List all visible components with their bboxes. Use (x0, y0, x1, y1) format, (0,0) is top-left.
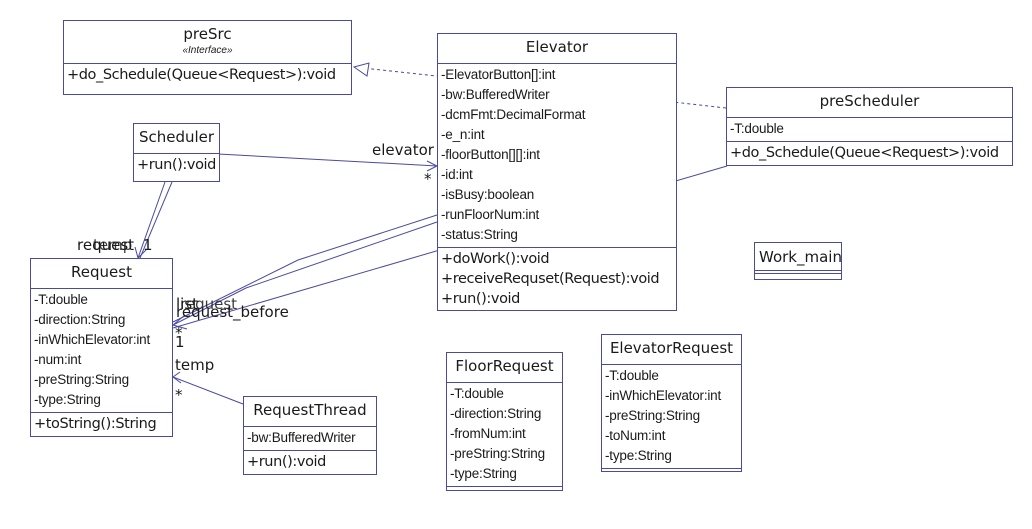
multiplicity-label: * (424, 170, 432, 188)
attribute: -toNum:int (605, 428, 666, 443)
methods-section (602, 468, 741, 472)
association-elevator-request (172, 214, 438, 323)
attribute: -inWhichElevator:int (34, 332, 151, 347)
attribute: -T:double (34, 292, 88, 307)
methods-section: +run():void (244, 450, 376, 474)
role-label-request-before: request_before (176, 303, 289, 321)
class-name: Elevator (525, 38, 589, 56)
class-workmain[interactable]: Work_main (754, 242, 842, 280)
method: +do_Schedule(Queue<Request>):void (730, 145, 999, 161)
attribute: -fromNum:int (450, 426, 526, 441)
association-scheduler-elevator (217, 153, 438, 167)
class-requestthread[interactable]: RequestThread -bw:BufferedWriter +run():… (243, 396, 377, 475)
method: +do_Schedule(Queue<Request>):void (67, 67, 336, 83)
attribute: -bw:BufferedWriter (247, 430, 356, 445)
attribute: -preString:String (34, 372, 129, 387)
attribute: -floorButton[][]:int (441, 147, 540, 162)
arrowhead-request-side (171, 314, 188, 330)
association-scheduler-request-a (137, 181, 166, 259)
attribute: -direction:String (450, 406, 542, 421)
method: +run():void (441, 291, 520, 307)
attribute: -T:double (605, 368, 659, 383)
attribute: -preString:String (450, 446, 545, 461)
method: +run():void (137, 157, 216, 173)
class-name: RequestThread (253, 401, 367, 419)
class-name: preScheduler (819, 92, 920, 110)
class-prescheduler[interactable]: preScheduler -T:double +do_Schedule(Queu… (726, 87, 1013, 166)
method: +toString():String (34, 416, 157, 432)
class-presrc[interactable]: preSrc «Interface» +do_Schedule(Queue<Re… (63, 20, 352, 95)
attributes-section: -ElevatorButton[]:int -bw:BufferedWriter… (438, 63, 676, 247)
class-floorrequest[interactable]: FloorRequest -T:double -direction:String… (446, 352, 563, 491)
attributes-section (755, 270, 841, 273)
multiplicity-label: * (175, 386, 183, 404)
methods-section: +toString():String (31, 412, 172, 436)
method: +doWork():void (441, 251, 550, 267)
class-scheduler[interactable]: Scheduler +run():void (133, 123, 220, 182)
class-name: Request (71, 263, 132, 281)
attribute: -bw:BufferedWriter (441, 87, 550, 102)
methods-section: +run():void (134, 153, 219, 177)
association-scheduler-request-b (139, 181, 173, 259)
attribute: -status:String (441, 227, 518, 242)
role-label-temp-low: temp (175, 356, 215, 374)
attributes-section: -bw:BufferedWriter (244, 426, 376, 450)
class-name: ElevatorRequest (609, 339, 734, 357)
association-elevator-request-2 (172, 221, 438, 326)
role-label-temp: temp (93, 236, 133, 254)
methods-section: +do_Schedule(Queue<Request>):void (64, 63, 351, 87)
attribute: -num:int (34, 352, 82, 367)
class-name: preSrc (183, 25, 232, 43)
attribute: -type:String (450, 466, 517, 481)
methods-section (447, 486, 562, 490)
attribute: -runFloorNum:int (441, 207, 540, 222)
attribute: -isBusy:boolean (441, 187, 535, 202)
method: +receiveRequset(Request):void (441, 271, 660, 287)
attribute: -dcmFmt:DecimalFormat (441, 107, 586, 122)
attribute: -e_n:int (441, 127, 485, 142)
attribute: -type:String (605, 448, 672, 463)
attributes-section: -T:double -direction:String -fromNum:int… (447, 382, 562, 486)
attribute: -inWhichElevator:int (605, 388, 722, 403)
attribute: -T:double (450, 386, 504, 401)
role-label-elevator: elevator (372, 141, 434, 159)
role-label-list: list (176, 295, 199, 313)
attributes-section: -T:double (727, 117, 1012, 141)
methods-section: +doWork():void +receiveRequset(Request):… (438, 247, 676, 311)
attribute: -T:double (730, 121, 784, 136)
multiplicity-label: 1 (143, 236, 153, 254)
realization-arrowhead (352, 62, 370, 77)
class-name: Work_main (759, 248, 842, 266)
stereotype-label: «Interface» (182, 45, 233, 56)
multiplicity-label: * (175, 324, 183, 342)
methods-section: +do_Schedule(Queue<Request>):void (727, 141, 1012, 165)
role-label-request: request (77, 236, 135, 254)
association-requestthread-request (172, 376, 244, 405)
role-label-request-side: request (180, 295, 238, 313)
class-name: FloorRequest (455, 357, 554, 375)
class-name: Scheduler (138, 128, 215, 146)
attribute: -ElevatorButton[]:int (441, 67, 556, 82)
method: +run():void (247, 454, 326, 470)
attributes-section: -T:double -direction:String -inWhichElev… (31, 288, 172, 412)
arrowhead-request-low (172, 371, 182, 384)
methods-section (755, 273, 841, 276)
class-elevatorrequest[interactable]: ElevatorRequest -T:double -inWhichElevat… (601, 334, 742, 472)
attribute: -preString:String (605, 408, 700, 423)
class-request[interactable]: Request -T:double -direction:String -inW… (30, 258, 173, 437)
attributes-section: -T:double -inWhichElevator:int -preStrin… (602, 364, 741, 468)
attribute: -id:int (441, 167, 473, 182)
class-elevator[interactable]: Elevator -ElevatorButton[]:int -bw:Buffe… (437, 33, 677, 311)
attribute: -type:String (34, 392, 101, 407)
multiplicity-label: 1 (175, 333, 185, 351)
attribute: -direction:String (34, 312, 126, 327)
